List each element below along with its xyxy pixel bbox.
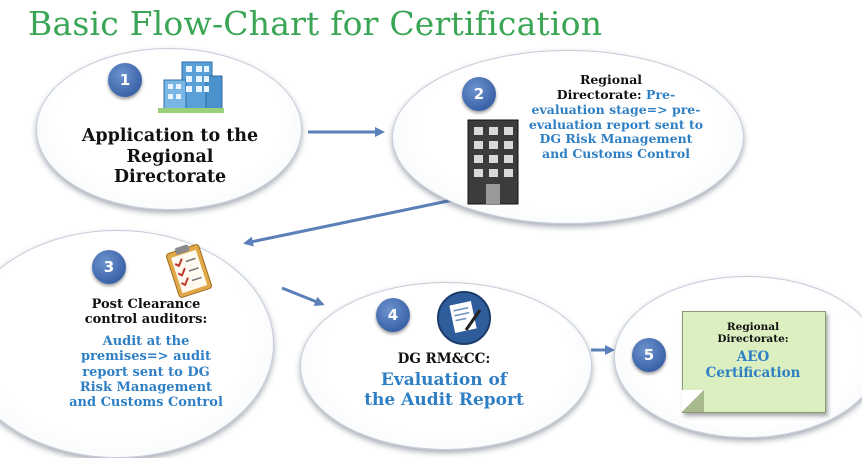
step-4-label: DG RM&CC: — [397, 351, 491, 367]
document-sign-icon — [437, 291, 491, 345]
office-buildings-icon — [158, 61, 224, 113]
clipboard-checklist-icon — [166, 244, 212, 298]
step-4-badge: 4 — [376, 298, 410, 332]
step-5-badge: 5 — [632, 338, 666, 372]
page-title: Basic Flow-Chart for Certification — [28, 4, 603, 43]
step-2-lead: Directorate: — [556, 87, 642, 102]
step-4-detail: Evaluation of the Audit Report — [364, 370, 524, 411]
arrow-3-to-4 — [281, 286, 325, 307]
note-fold — [682, 390, 704, 412]
step-2-ellipse — [392, 50, 744, 224]
step-1-text: Application to the Regional Directorate — [81, 126, 259, 188]
step-3-detail: Audit at the premises=> audit report sen… — [69, 334, 223, 411]
step-5-detail: AEO Certification — [705, 349, 801, 381]
sticky-note-icon — [682, 311, 826, 413]
step-1-badge: 1 — [108, 63, 142, 97]
step-2-detail: Pre-evaluation stage=> pre-evaluation re… — [528, 87, 704, 161]
step-3-badge: 3 — [92, 250, 126, 284]
step-2-text: Directorate: Pre-evaluation stage=> pre-… — [526, 87, 706, 162]
step-5-label: Regional Directorate: — [717, 321, 789, 346]
step-3-label: Post Clearance control auditors: — [84, 297, 208, 328]
step-1-ellipse — [36, 48, 302, 210]
step-3-ellipse — [0, 230, 274, 458]
step-2-label: Regional — [579, 72, 643, 87]
step-2-badge: 2 — [462, 77, 496, 111]
arrow-2-to-3 — [243, 194, 473, 247]
building-icon — [467, 119, 519, 205]
